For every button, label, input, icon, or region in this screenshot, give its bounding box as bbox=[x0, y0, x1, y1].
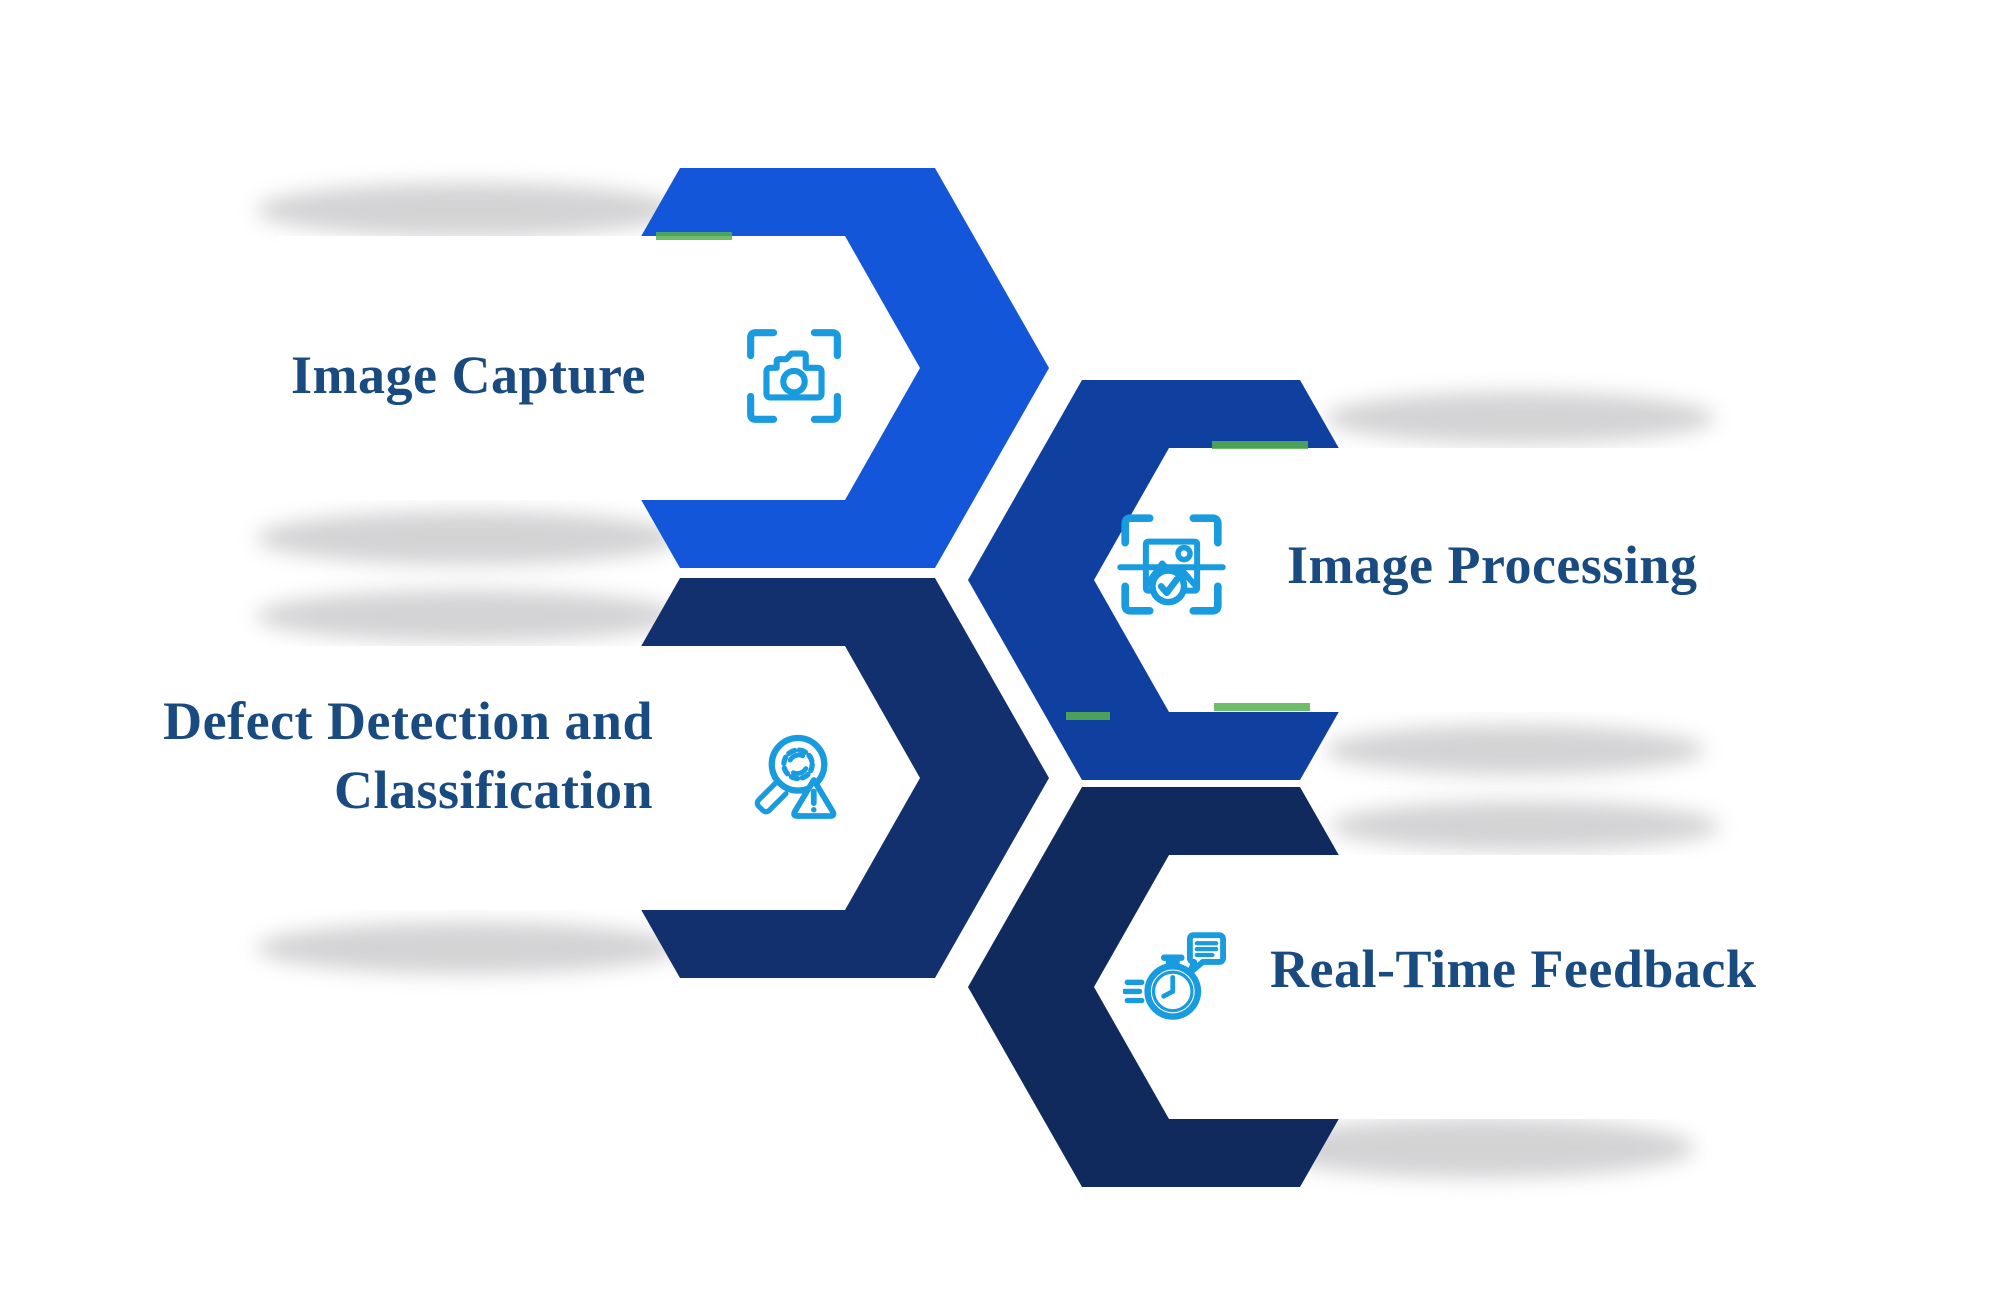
step-label-image-processing: Image Processing bbox=[1287, 535, 1698, 595]
step-label-image-capture: Image Capture bbox=[291, 345, 646, 405]
stopwatch-feedback-icon bbox=[1123, 924, 1230, 1031]
step-label-defect-detection: Defect Detection and Classification bbox=[163, 691, 653, 820]
image-scan-check-icon bbox=[1117, 510, 1226, 619]
camera-capture-icon bbox=[743, 325, 845, 427]
accent-slivers bbox=[656, 232, 1310, 720]
shadow-group bbox=[256, 183, 1720, 1178]
magnifier-defect-alert-icon bbox=[745, 727, 850, 832]
step-label-real-time-feedback: Real-Time Feedback bbox=[1270, 939, 1757, 999]
